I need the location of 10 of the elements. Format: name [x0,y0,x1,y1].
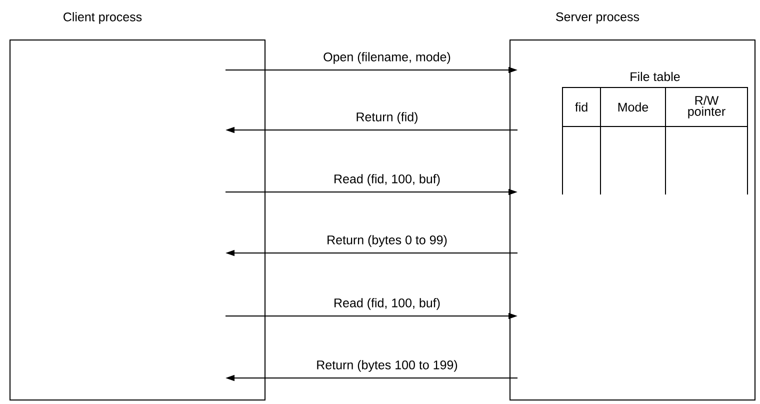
edge-label: Return (fid) [356,112,418,124]
edge-label: Open (filename, mode) [324,52,450,64]
edge-label: Return (bytes 100 to 199) [317,360,458,372]
edge-label: Read (fid, 100, buf) [334,298,440,310]
heading: Client process [64,12,142,24]
heading: Server process [556,12,640,24]
node-label: File table [630,72,680,82]
edge-label: Read (fid, 100, buf) [334,174,440,186]
file-table: File table fid Mode R/W pointer [562,72,748,195]
edge-label: Return (bytes 0 to 99) [328,235,447,247]
